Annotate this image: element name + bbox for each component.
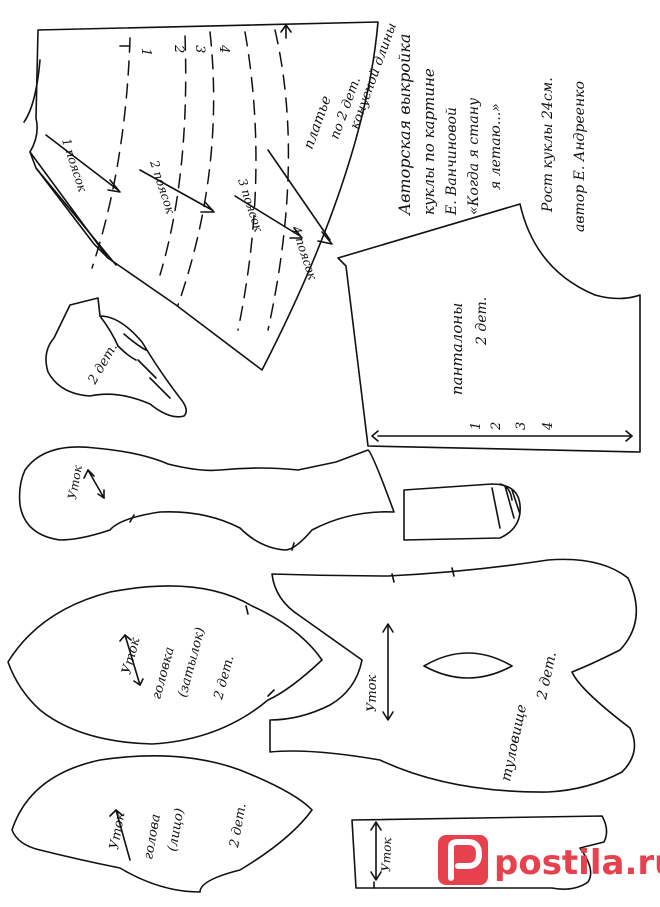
pants-size-mark-3: 3 — [514, 422, 529, 430]
hand-pattern — [403, 483, 521, 541]
author-note-line-2: автор Е. Андреенко — [572, 81, 588, 232]
head-front-count: 2 дет. — [227, 802, 250, 850]
author-note-line-1: Рост куклы 24см. — [540, 77, 556, 213]
pants-count: 2 дет. — [474, 297, 490, 346]
dress-pattern: 1 2 3 4 1 поясок 2 поясок 3 поясок 4 поя… — [23, 21, 400, 371]
dress-size-mark-3: 3 — [192, 45, 207, 53]
head-back-count: 2 дет. — [211, 654, 237, 702]
dress-label: платье — [301, 94, 335, 152]
head-front-part: (лицо) — [165, 807, 187, 853]
head-back-part: (затылок) — [175, 626, 208, 699]
pants-size-mark-4: 4 — [541, 422, 556, 431]
watermark-text: postila.ru — [494, 843, 660, 883]
arm-grain-label: Уток — [379, 836, 394, 872]
head-front-pattern: Уток голова (лицо) 2 дет. — [11, 754, 313, 893]
leg-pattern: Уток — [18, 446, 395, 551]
title-note-line-2: куклы по картине — [420, 68, 438, 215]
leg-grain-label: Уток — [65, 463, 85, 500]
torso-name: туловище — [498, 703, 530, 783]
postila-logo-icon — [438, 835, 488, 885]
pants-pattern: 1 2 3 4 панталоны 2 дет. — [337, 203, 641, 453]
torso-grain-label: Уток — [365, 674, 380, 712]
head-front-name: голова — [141, 813, 164, 861]
torso-count: 2 дет. — [534, 650, 560, 702]
arm-pattern: Уток — [351, 815, 608, 890]
dress-line-label-2: 2 поясок — [147, 158, 178, 217]
title-note-line-4: «Когда я стану — [466, 97, 482, 215]
dress-line-label-3: 3 поясок — [235, 177, 266, 235]
head-front-grain-label: Уток — [107, 811, 128, 851]
pants-label: панталоны — [448, 303, 466, 395]
dress-line-label-4: 4 поясок — [289, 224, 320, 283]
dress-size-mark-1: 1 — [138, 48, 153, 56]
pattern-notes: Авторская выкройка куклы по картине Е. В… — [395, 34, 588, 232]
title-note-line-5: я летаю...» — [488, 103, 504, 190]
title-note-line-3: Е. Ванчиновой — [444, 107, 460, 216]
dress-size-mark-2: 2 — [171, 44, 186, 53]
head-back-name: головка — [149, 645, 177, 701]
boot-pattern: 2 дет. — [45, 297, 188, 418]
title-note-line-1: Авторская выкройка — [395, 34, 414, 216]
pants-size-mark-1: 1 — [469, 422, 484, 430]
dress-length-note: конусной длины — [348, 21, 400, 131]
pants-size-mark-2: 2 — [489, 422, 504, 431]
dress-size-mark-4: 4 — [216, 44, 231, 53]
postila-watermark: postila.ru — [438, 835, 660, 885]
boot-count: 2 дет. — [85, 341, 121, 388]
torso-pattern: Уток туловище 2 дет. — [269, 558, 638, 793]
head-back-grain-label: Уток — [119, 636, 143, 676]
